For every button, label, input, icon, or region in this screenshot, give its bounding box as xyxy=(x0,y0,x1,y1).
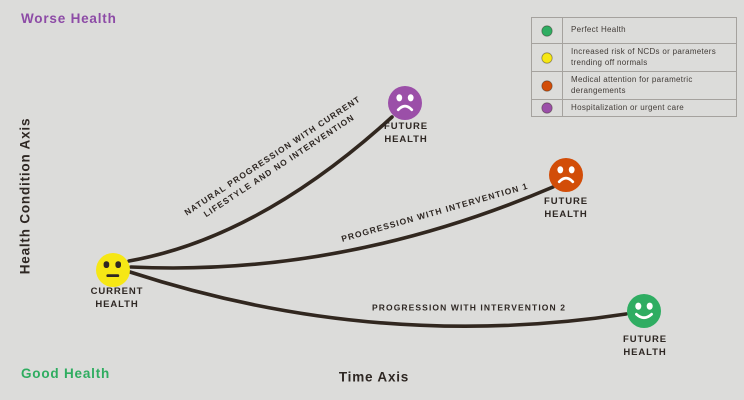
legend-dot xyxy=(541,79,553,92)
legend-item-increased-risk: Increased risk of NCDs or parameters tre… xyxy=(532,44,736,72)
worse-health-label: Worse Health xyxy=(21,11,117,26)
future-health-label-line1: FUTURE xyxy=(384,121,428,132)
curve-natural-progression xyxy=(127,115,394,263)
future-health-label-line1: FUTURE xyxy=(544,196,588,207)
purple-dot-icon xyxy=(541,102,553,114)
right-eye xyxy=(407,94,414,102)
legend-label: Medical attention for parametric derange… xyxy=(571,75,693,95)
current-health-neutral-face-icon xyxy=(96,253,130,287)
smile-mouth xyxy=(635,312,653,320)
frown-mouth xyxy=(396,104,414,112)
legend-label: Perfect Health xyxy=(571,25,626,35)
neutral-mouth xyxy=(106,274,120,277)
face-circle xyxy=(627,294,661,328)
curve-label-intervention-2: PROGRESSION WITH INTERVENTION 2 xyxy=(371,302,567,313)
legend: Perfect Health Increased risk of NCDs or… xyxy=(531,17,737,117)
future-health-sad-face-purple-icon xyxy=(388,86,422,120)
future-health-label-line2: HEALTH xyxy=(623,346,667,358)
legend-dot-cell xyxy=(532,100,563,116)
green-dot-icon xyxy=(541,24,553,37)
health-condition-axis-label: Health Condition Axis xyxy=(17,117,33,275)
future-health-sad-face-orange-icon xyxy=(549,158,583,192)
legend-dot-cell xyxy=(532,72,563,99)
right-eye xyxy=(646,302,653,310)
face-circle xyxy=(96,253,130,287)
legend-dot xyxy=(541,24,553,37)
frown-mouth xyxy=(557,176,575,184)
curve-intervention-2 xyxy=(128,270,628,329)
legend-label: Increased risk of NCDs or parameters tre… xyxy=(571,47,717,67)
right-eye xyxy=(115,261,121,268)
time-axis-label: Time Axis xyxy=(338,369,410,385)
left-eye xyxy=(557,166,564,174)
legend-dot xyxy=(541,102,553,114)
future-health-label-line2: HEALTH xyxy=(544,208,588,220)
future-health-happy-face-green-icon xyxy=(627,294,661,328)
legend-item-perfect-health: Perfect Health xyxy=(532,18,736,44)
legend-item-medical-attention: Medical attention for parametric derange… xyxy=(532,72,736,100)
future-health-label-line1: FUTURE xyxy=(623,334,667,345)
left-eye xyxy=(635,302,642,310)
current-health-label: CURRENT HEALTH xyxy=(91,286,144,311)
curve-intervention-1 xyxy=(129,185,555,270)
legend-dot-cell xyxy=(532,18,563,43)
legend-label: Hospitalization or urgent care xyxy=(571,102,685,112)
left-eye xyxy=(103,261,110,268)
future-health-label-line2: HEALTH xyxy=(384,133,428,145)
left-eye xyxy=(396,94,403,102)
yellow-dot-icon xyxy=(541,51,553,64)
orange-dot-icon xyxy=(541,79,553,92)
legend-item-hospitalization: Hospitalization or urgent care xyxy=(532,100,736,116)
legend-dot xyxy=(541,51,553,64)
good-health-label: Good Health xyxy=(21,366,111,381)
legend-dot-cell xyxy=(532,44,563,71)
right-eye xyxy=(568,166,575,174)
current-health-label-line1: CURRENT xyxy=(90,286,144,297)
current-health-label-line2: HEALTH xyxy=(95,298,139,310)
future-health-natural-label: FUTURE HEALTH xyxy=(384,121,428,146)
face-circle xyxy=(549,158,583,192)
future-health-intervention1-label: FUTURE HEALTH xyxy=(544,196,588,221)
face-circle xyxy=(388,86,422,120)
future-health-intervention2-label: FUTURE HEALTH xyxy=(623,334,667,359)
